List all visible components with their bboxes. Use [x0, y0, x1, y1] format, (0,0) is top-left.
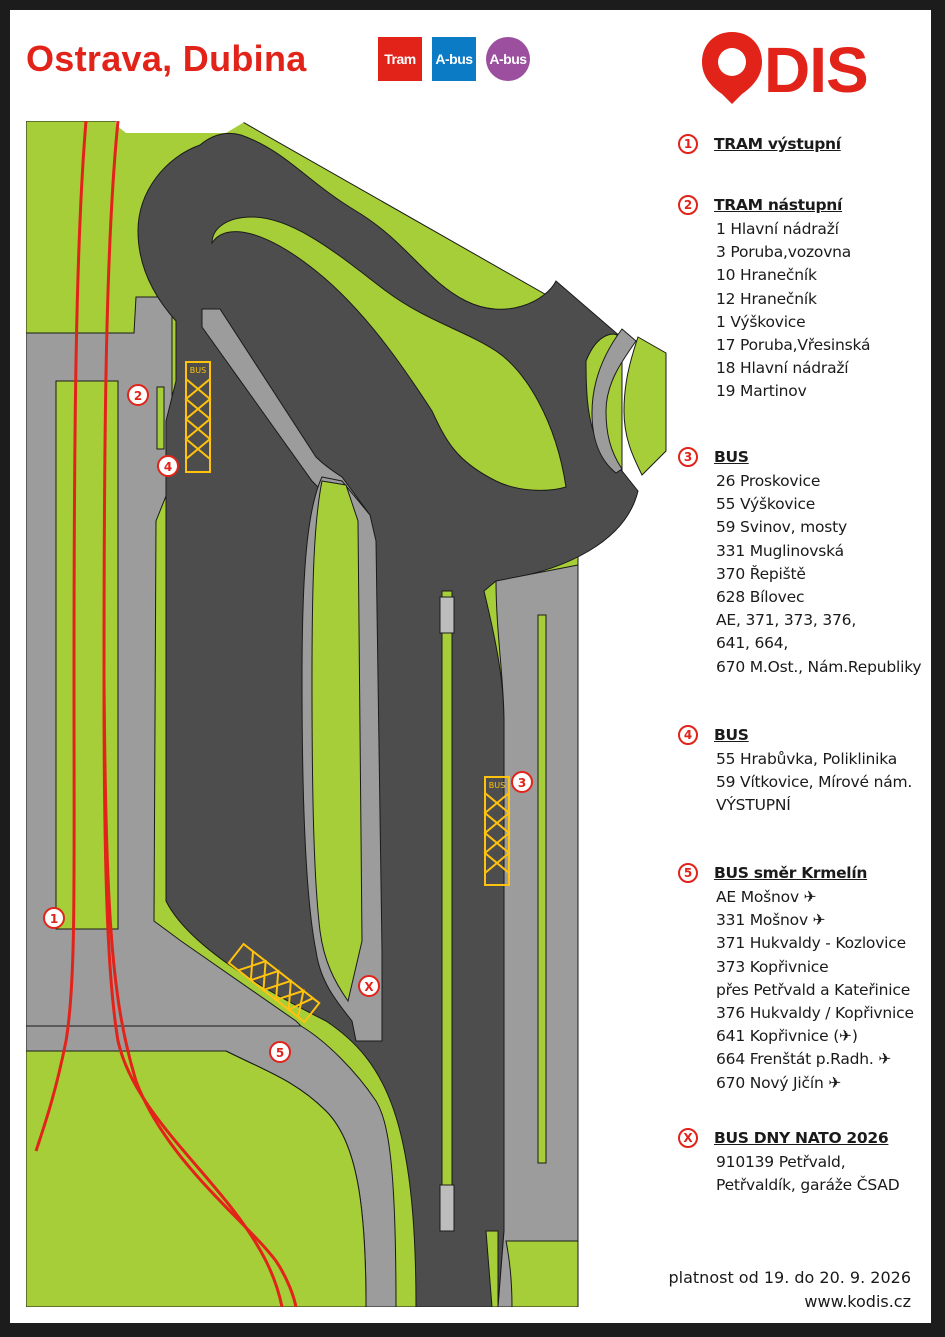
line-list: AE Mošnov ✈ 331 Mošnov ✈ 371 Hukvaldy - … [716, 886, 931, 1095]
line-item: AE, 371, 373, 376, [716, 611, 857, 630]
line-item: 18 Hlavní nádraží [716, 359, 849, 378]
line-list: 55 Hrabůvka, Poliklinika 59 Vítkovice, M… [716, 748, 931, 818]
odis-logo-text: DIS [764, 34, 868, 106]
svg-text:BUS: BUS [489, 781, 505, 790]
line-item: 55 Výškovice [716, 495, 816, 514]
line-item: 1 Výškovice [716, 312, 806, 331]
line-item: 628 Bílovec [716, 588, 805, 607]
line-item: 670 Nový Jičín ✈ [716, 1073, 842, 1092]
line-item: 331 Mošnov ✈ [716, 911, 826, 930]
legend-stop-5: 5 BUS směr Krmelín AE Mošnov ✈ 331 Mošnov… [678, 863, 931, 1128]
stop-marker-5: 5 [269, 1041, 291, 1063]
line-item: 19 Martinov [716, 382, 807, 401]
line-item: 376 Hukvaldy / Kopřivnice [716, 1004, 914, 1023]
bus-shelter-4: BUS [184, 361, 212, 473]
svg-text:1: 1 [50, 912, 58, 926]
stop-legend: 1 TRAM výstupní 2 TRAM nástupní 1 Hlavní n… [678, 134, 931, 1197]
legend-stop-3: 3 BUS 26 Proskovice 55 Výškovice 59 Svino… [678, 447, 931, 725]
svg-text:5: 5 [276, 1046, 284, 1060]
line-item: 331 Muglinovská [716, 541, 844, 560]
stop-marker-1: 1 [43, 907, 65, 929]
legend-stop-4: 4 BUS 55 Hrabůvka, Poliklinika 59 Vítkovi… [678, 725, 931, 863]
line-item: 55 Hrabůvka, Poliklinika [716, 750, 898, 768]
validity-date: platnost od 19. do 20. 9. 2026 [668, 1268, 912, 1287]
stop-number: X [678, 1128, 698, 1148]
validity-footer: platnost od 19. do 20. 9. 2026 www.kodis… [669, 1266, 912, 1314]
line-item: 910139 Petřvald, [716, 1153, 846, 1171]
stop-title: BUS [714, 726, 749, 744]
line-list: 910139 Petřvald, Petřvaldík, garáže ČSAD [716, 1151, 931, 1197]
stop-marker-4: 4 [157, 455, 179, 477]
line-item: 370 Řepiště [716, 564, 806, 583]
line-item: 17 Poruba,Vřesinská [716, 336, 871, 355]
tram-tracks [34, 121, 298, 1307]
svg-text:X: X [364, 980, 374, 994]
bus-shelter-5 [227, 942, 321, 1024]
line-list: 26 Proskovice 55 Výškovice 59 Svinov, mo… [716, 470, 931, 679]
stop-title: TRAM nástupní [714, 196, 843, 214]
website-link[interactable]: www.kodis.cz [804, 1292, 911, 1311]
stop-marker-x: X [358, 975, 380, 997]
timetable-sheet: Ostrava, Dubina Tram A-bus A-bus DIS [10, 10, 931, 1323]
tram-badge: Tram [378, 37, 422, 81]
line-item: 59 Svinov, mosty [716, 518, 848, 537]
line-item: 641 Kopřivnice (✈) [716, 1027, 858, 1046]
abus-badge: A-bus [432, 37, 476, 81]
line-item: 12 Hranečník [716, 289, 817, 308]
line-item: VÝSTUPNÍ [716, 796, 791, 815]
odis-logo: DIS [702, 32, 869, 106]
stop-title: BUS DNY NATO 2026 [714, 1129, 889, 1147]
stop-number: 2 [678, 195, 698, 215]
stop-title: BUS směr Krmelín [714, 864, 868, 882]
line-item: 670 M.Ost., Nám.Republiky [716, 657, 922, 676]
stop-map: BUS BUS 1 2 [26, 121, 667, 1307]
legend-stop-2: 2 TRAM nástupní 1 Hlavní nádraží 3 Poruba… [678, 195, 931, 447]
line-list: 1 Hlavní nádraží 3 Poruba,vozovna 10 Hra… [716, 218, 931, 404]
svg-text:BUS: BUS [190, 366, 206, 375]
stop-number: 1 [678, 134, 698, 154]
odis-pin-icon [702, 32, 762, 104]
line-item: 3 Poruba,vozovna [716, 243, 852, 262]
line-item: 371 Hukvaldy - Kozlovice [716, 934, 906, 953]
line-item: přes Petřvald a Kateřinice [716, 980, 911, 999]
abus-round-badge: A-bus [486, 37, 530, 81]
stop-number: 3 [678, 447, 698, 467]
road-median [441, 590, 453, 1192]
line-item: Petřvaldík, garáže ČSAD [716, 1176, 900, 1195]
line-item: 1 Hlavní nádraží [716, 220, 839, 238]
svg-text:4: 4 [164, 460, 172, 474]
line-item: 373 Kopřivnice [716, 957, 829, 976]
bus-shelter-3: BUS [483, 776, 511, 886]
legend-stop-1: 1 TRAM výstupní [678, 134, 931, 195]
stop-number: 4 [678, 725, 698, 745]
line-item: 26 Proskovice [716, 472, 821, 490]
line-item: 664 Frenštát p.Radh. ✈ [716, 1050, 892, 1069]
line-item: AE Mošnov ✈ [716, 888, 817, 906]
page-title: Ostrava, Dubina [26, 38, 307, 79]
legend-stop-x: X BUS DNY NATO 2026 910139 Petřvald, Petř… [678, 1128, 931, 1197]
line-item: 59 Vítkovice, Mírové nám. [716, 773, 913, 792]
right-sidewalk [495, 564, 579, 1307]
stop-title: TRAM výstupní [714, 135, 841, 153]
stop-marker-2: 2 [127, 384, 149, 406]
svg-text:3: 3 [518, 776, 526, 790]
line-item: 10 Hranečník [716, 266, 817, 285]
stop-title: BUS [714, 448, 749, 466]
tram-island [55, 380, 119, 930]
line-item: 641, 664, [716, 634, 789, 653]
stop-marker-3: 3 [511, 771, 533, 793]
svg-text:2: 2 [134, 389, 142, 403]
stop-number: 5 [678, 863, 698, 883]
